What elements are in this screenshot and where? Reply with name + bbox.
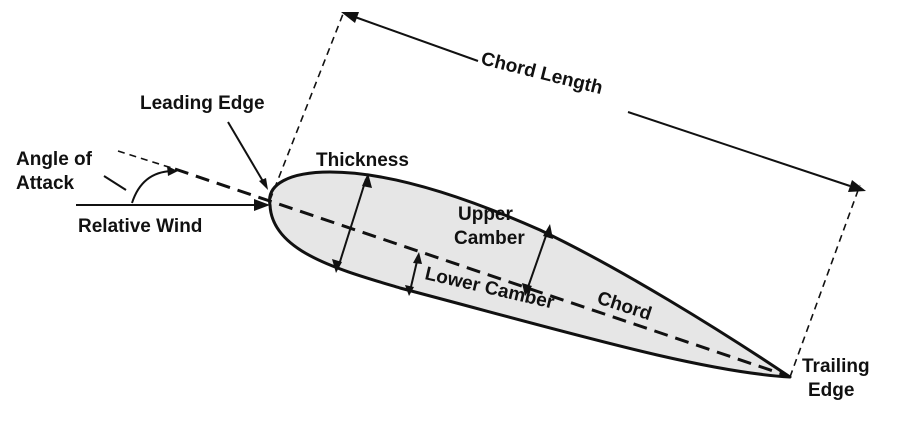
label-leading-edge: Leading Edge [140,93,265,114]
upper-camber-arrowhead-bottom [522,283,532,296]
chord-line [174,167,789,378]
chord-length-arrowhead-right [848,180,866,192]
label-trailing-edge-2: Edge [808,380,854,401]
label-angle-of-attack-2: Attack [16,173,75,194]
label-trailing-edge-1: Trailing [802,356,870,377]
leading-edge-arrowhead [259,178,268,190]
chord-length-line-left [354,16,479,62]
label-chord-length: Chord Length [479,48,605,99]
leading-edge-pointer [227,121,265,184]
upper-camber-line [526,229,549,291]
label-upper-camber-2: Camber [454,228,525,249]
angle-of-attack-pointer [103,175,127,191]
label-thickness: Thickness [316,150,409,171]
chord-extension-line [117,150,176,170]
label-upper-camber-1: Upper [458,204,514,225]
upper-camber-arrowhead-top [543,224,553,239]
chord-length-line-right [627,111,851,187]
label-relative-wind: Relative Wind [78,216,202,237]
relative-wind-arrowhead [254,199,270,211]
lower-camber-arrowhead-top [413,252,422,264]
thickness-arrowhead-bottom [332,259,342,273]
lower-camber-arrowhead-bottom [405,285,414,296]
chord-length-extension-left [269,13,344,201]
chord-length-extension-right [789,184,861,378]
thickness-arrowhead-top [362,173,372,188]
angle-arc-arrowhead [167,166,178,176]
label-angle-of-attack-1: Angle of [16,149,93,170]
thickness-line [337,178,367,269]
airfoil-shape [268,170,792,379]
chord-length-arrowhead-left [341,12,359,23]
angle-of-attack-arc [131,170,173,204]
